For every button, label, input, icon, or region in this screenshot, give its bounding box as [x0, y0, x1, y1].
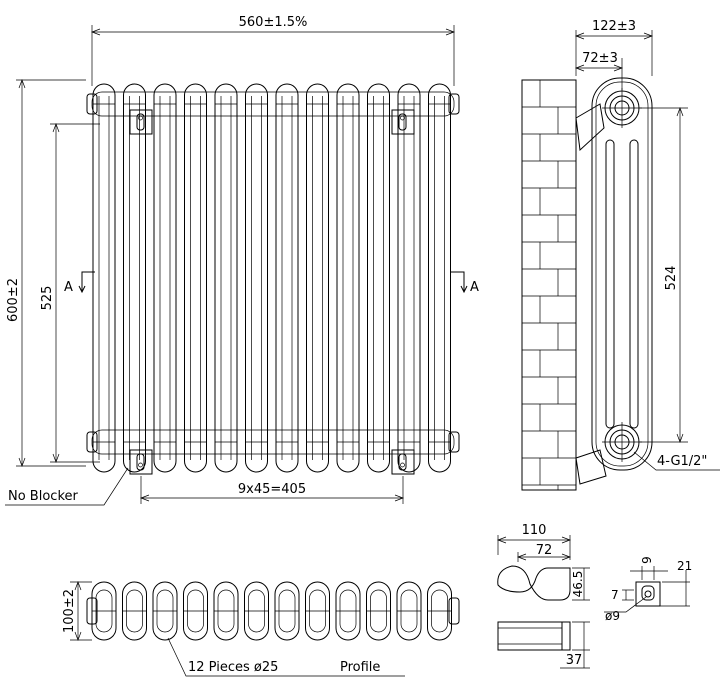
- radiator-column: [367, 83, 390, 473]
- radiator-column: [184, 83, 207, 473]
- no-blocker-callout: No Blocker: [5, 467, 129, 506]
- wall-offset-label: 72±3: [582, 51, 618, 66]
- top-view-column: [152, 581, 178, 641]
- height-dimension-label: 600±2: [6, 278, 21, 322]
- radiator-column: [153, 83, 177, 473]
- top-end-plug-left: [86, 597, 98, 625]
- bottom-manifold: [91, 429, 455, 455]
- bracket-top-profile: [497, 621, 571, 651]
- bracket-reach-label: 72: [536, 543, 553, 558]
- dimension-bracket-spacing: 9x45=405: [140, 476, 404, 504]
- radiator-column: [214, 83, 238, 473]
- plate-width-label: 9: [640, 556, 654, 564]
- svg-text:A: A: [64, 280, 73, 295]
- bracket-length-label: 110: [522, 523, 547, 538]
- top-connection: [602, 88, 642, 128]
- top-view-column: [274, 581, 300, 641]
- wall-bracket-bottom-right: [391, 449, 415, 475]
- plate-slot-label: 7: [611, 588, 619, 602]
- width-dimension-label: 560±1.5%: [239, 15, 308, 30]
- bracket-side-profile: [497, 565, 571, 601]
- top-view-column: [335, 581, 361, 641]
- end-plug-right: [448, 93, 460, 453]
- top-view-column: [91, 581, 117, 641]
- bracket-plate: [635, 581, 661, 607]
- bracket-plate-detail: 9 21 7 ø9: [604, 556, 692, 623]
- top-manifold: [91, 91, 455, 117]
- brick-wall: [521, 79, 577, 491]
- radiator-columns: [86, 83, 460, 473]
- wall-bracket-top-right: [391, 109, 415, 135]
- svg-text:A: A: [470, 280, 479, 295]
- radiator-column: [306, 83, 329, 473]
- radiator-side-profile: [591, 77, 653, 471]
- dimension-wall-offset: 72±3: [575, 51, 623, 90]
- top-view-column: [244, 581, 269, 641]
- radiator-column: [92, 83, 116, 473]
- pipe-spacing-label: 525: [40, 286, 55, 311]
- top-view: 100±2 12 Pieces ø25 Profile: [62, 581, 460, 677]
- dimension-pipe-spacing: 525: [40, 123, 100, 463]
- connection-label: 4-G1/2": [657, 454, 707, 469]
- pieces-callout: 12 Pieces ø25 Profile: [167, 637, 405, 677]
- depth-dimension-label: 122±3: [592, 19, 636, 34]
- dimension-depth: 122±3: [575, 19, 653, 76]
- plate-height-label: 21: [677, 559, 692, 573]
- top-depth-label: 100±2: [62, 589, 77, 633]
- dimension-width: 560±1.5%: [91, 15, 455, 86]
- bracket-plate-slot: [641, 585, 655, 601]
- bottom-connection: [602, 422, 642, 462]
- radiator-column: [428, 83, 451, 473]
- side-slot-2: [629, 139, 639, 429]
- plate-hole-label: ø9: [605, 609, 620, 623]
- section-marker-right: A: [451, 271, 479, 295]
- radiator-column: [245, 83, 268, 473]
- profile-label: Profile: [340, 660, 380, 675]
- section-marker-left: A: [64, 271, 95, 295]
- radiator-column: [123, 83, 146, 473]
- pieces-label: 12 Pieces ø25: [188, 660, 278, 675]
- radiator-column: [336, 83, 360, 473]
- end-plug-left: [86, 93, 98, 453]
- dimension-height: 600±2: [6, 79, 86, 467]
- bracket-detail: 110 72 46.5 37: [497, 523, 590, 669]
- side-bracket-top: [575, 103, 605, 152]
- side-bracket-bottom: [575, 449, 607, 485]
- wall-bracket-bottom-left: [129, 449, 153, 475]
- top-view-column: [366, 581, 391, 641]
- radiator-column: [397, 83, 421, 473]
- side-view: 122±3 72±3 524 4-G1/2": [521, 19, 720, 491]
- connection-callout: 4-G1/2": [633, 451, 720, 471]
- bracket-plate-hole: [644, 590, 652, 598]
- top-view-column: [427, 581, 452, 641]
- side-slot-1: [605, 139, 615, 429]
- top-end-plug-right: [448, 597, 460, 625]
- dimension-center-distance: 524: [640, 107, 688, 443]
- top-view-column: [213, 581, 239, 641]
- top-view-columns: [86, 581, 460, 641]
- top-view-column: [122, 581, 147, 641]
- center-distance-label: 524: [664, 266, 679, 291]
- radiator-column: [275, 83, 299, 473]
- dimension-top-depth: 100±2: [62, 581, 92, 641]
- top-view-column: [396, 581, 422, 641]
- top-view-column: [183, 581, 208, 641]
- front-view: 560±1.5% 600±2 525 9x45=405: [5, 15, 479, 506]
- top-view-column: [305, 581, 330, 641]
- wall-bracket-top-left: [129, 109, 153, 135]
- bracket-width-label: 37: [566, 653, 583, 668]
- brick-pattern: [522, 79, 576, 490]
- no-blocker-label: No Blocker: [8, 489, 79, 504]
- bracket-height-label: 46.5: [571, 571, 585, 598]
- bracket-spacing-label: 9x45=405: [238, 482, 306, 497]
